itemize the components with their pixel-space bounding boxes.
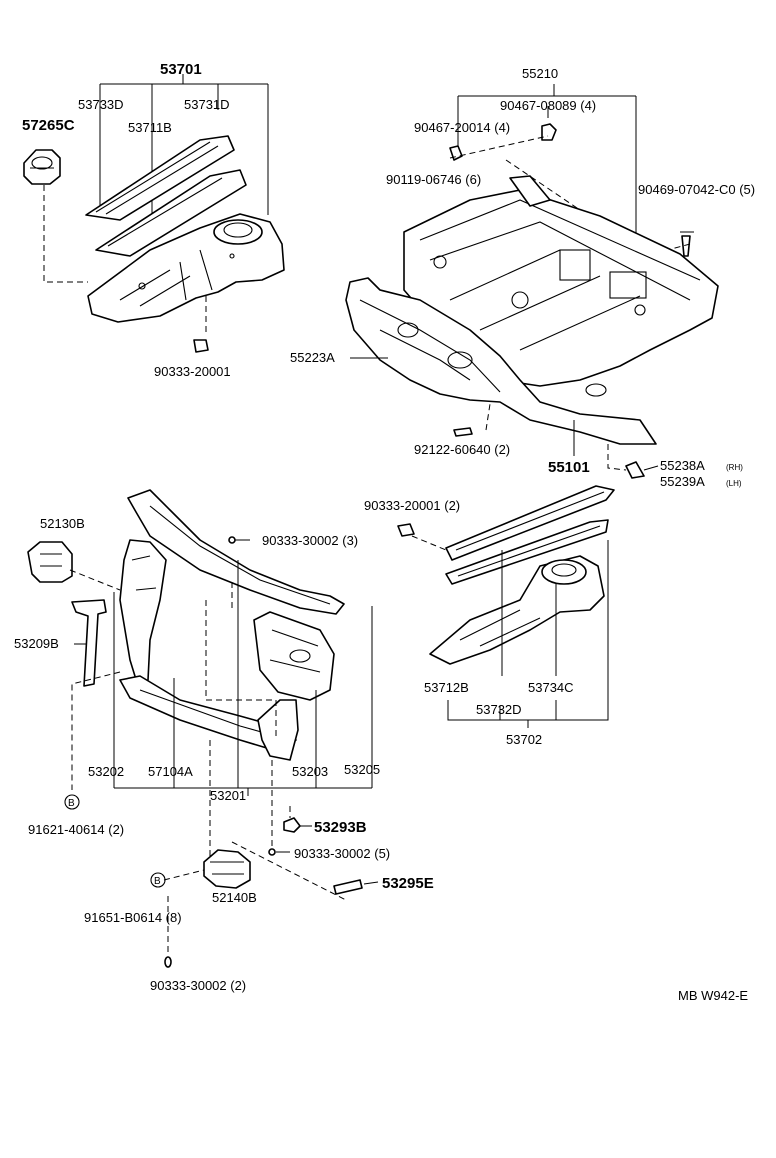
label-90333-30002-3: 90333-30002 (3)	[262, 533, 358, 548]
label-53205: 53205	[344, 762, 380, 777]
label-53203: 53203	[292, 764, 328, 779]
label-91621-40614: 91621-40614 (2)	[28, 822, 124, 837]
part-labels: 53701 53733D 53731D 57265C 53711B 90333-…	[14, 61, 755, 1003]
label-90333-30002-2: 90333-30002 (2)	[150, 978, 246, 993]
label-90467-20014: 90467-20014 (4)	[414, 120, 510, 135]
label-90333-20001-2: 90333-20001 (2)	[364, 498, 460, 513]
apron-assembly-right	[397, 485, 615, 728]
label-53733D: 53733D	[78, 97, 124, 112]
label-55101: 55101	[548, 459, 590, 476]
label-53209B: 53209B	[14, 636, 59, 651]
label-90119-06746: 90119-06746 (6)	[386, 172, 481, 187]
label-57104A: 57104A	[148, 764, 193, 779]
label-53732D: 53732D	[476, 702, 522, 717]
label-90333-30002-5: 90333-30002 (5)	[294, 846, 390, 861]
label-53731D: 53731D	[184, 97, 230, 112]
label-91651-B0614: 91651-B0614 (8)	[84, 910, 182, 925]
label-90467-08089: 90467-08089 (4)	[500, 98, 596, 113]
label-90333-20001-top: 90333-20001	[154, 364, 231, 379]
label-55210: 55210	[522, 66, 558, 81]
label-53702: 53702	[506, 732, 542, 747]
label-55239A-side: (LH)	[726, 479, 742, 488]
label-53201: 53201	[210, 788, 246, 803]
label-53202: 53202	[88, 764, 124, 779]
label-92122-60640: 92122-60640 (2)	[414, 442, 510, 457]
diagram-code: MB W942-E	[678, 988, 748, 1003]
label-53711B: 53711B	[128, 120, 172, 135]
label-55238A: 55238A	[660, 458, 705, 473]
label-53734C: 53734C	[528, 680, 574, 695]
label-90469-07042: 90469-07042-C0 (5)	[638, 182, 755, 197]
label-53295E: 53295E	[382, 875, 434, 892]
label-53712B: 53712B	[424, 680, 469, 695]
radiator-support-assembly	[27, 489, 379, 968]
label-55223A: 55223A	[290, 350, 335, 365]
label-52130B: 52130B	[40, 516, 85, 531]
callout-b-center: B	[154, 876, 161, 887]
label-53701: 53701	[160, 61, 202, 78]
grommet-part	[23, 149, 61, 185]
label-55239A: 55239A	[660, 474, 705, 489]
apron-assembly-left	[23, 74, 285, 353]
label-57265C: 57265C	[22, 117, 75, 134]
label-55238A-side: (RH)	[726, 463, 743, 472]
label-53293B: 53293B	[314, 819, 367, 836]
callout-b-left: B	[68, 798, 75, 809]
label-52140B: 52140B	[212, 890, 257, 905]
dash-panel-assembly	[345, 84, 719, 479]
